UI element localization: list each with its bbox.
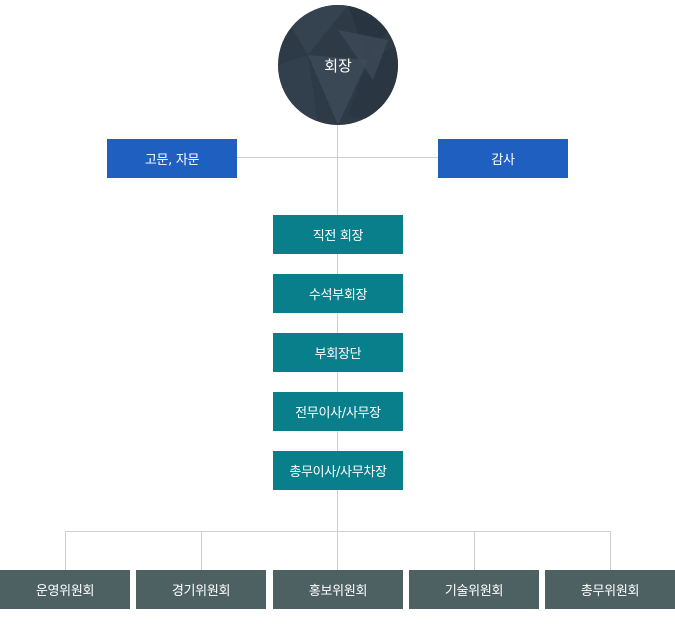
- committee-label: 총무위원회: [580, 584, 640, 599]
- main-vertical-connector: [337, 125, 338, 531]
- chairman-node: 회장: [278, 5, 398, 125]
- former-chairman-box: 직전 회장: [273, 215, 403, 254]
- executive-director-box: 전무이사/사무장: [273, 392, 403, 431]
- vice-chairmen-label: 부회장단: [314, 347, 362, 362]
- committee-drop-connector: [201, 531, 202, 570]
- committee-label: 운영위원회: [35, 584, 95, 599]
- polygon-texture-graphic: [278, 5, 398, 125]
- committee-box-operations: 운영위원회: [0, 570, 130, 609]
- committee-horizontal-connector: [65, 531, 611, 532]
- committee-label: 홍보위원회: [308, 584, 368, 599]
- former-chairman-label: 직전 회장: [312, 229, 364, 244]
- committee-label: 기술위원회: [444, 584, 504, 599]
- auditor-box: 감사: [438, 139, 568, 178]
- advisor-horizontal-connector: [237, 157, 438, 158]
- senior-vice-chairman-label: 수석부회장: [308, 288, 368, 303]
- auditor-label: 감사: [491, 153, 515, 168]
- vice-chairmen-box: 부회장단: [273, 333, 403, 372]
- committee-box-technical: 기술위원회: [409, 570, 539, 609]
- committee-drop-connector: [474, 531, 475, 570]
- committee-box-competition: 경기위원회: [136, 570, 266, 609]
- committee-box-publicity: 홍보위원회: [273, 570, 403, 609]
- general-affairs-director-label: 총무이사/사무차장: [289, 465, 387, 480]
- committee-label: 경기위원회: [171, 584, 231, 599]
- chairman-label: 회장: [324, 56, 352, 75]
- advisor-label: 고문, 자문: [144, 153, 200, 168]
- committee-drop-connector: [337, 531, 338, 570]
- committee-box-general-affairs: 총무위원회: [545, 570, 675, 609]
- committee-drop-connector: [65, 531, 66, 570]
- executive-director-label: 전무이사/사무장: [295, 406, 381, 421]
- advisor-box: 고문, 자문: [107, 139, 237, 178]
- general-affairs-director-box: 총무이사/사무차장: [273, 451, 403, 490]
- committee-drop-connector: [610, 531, 611, 570]
- senior-vice-chairman-box: 수석부회장: [273, 274, 403, 313]
